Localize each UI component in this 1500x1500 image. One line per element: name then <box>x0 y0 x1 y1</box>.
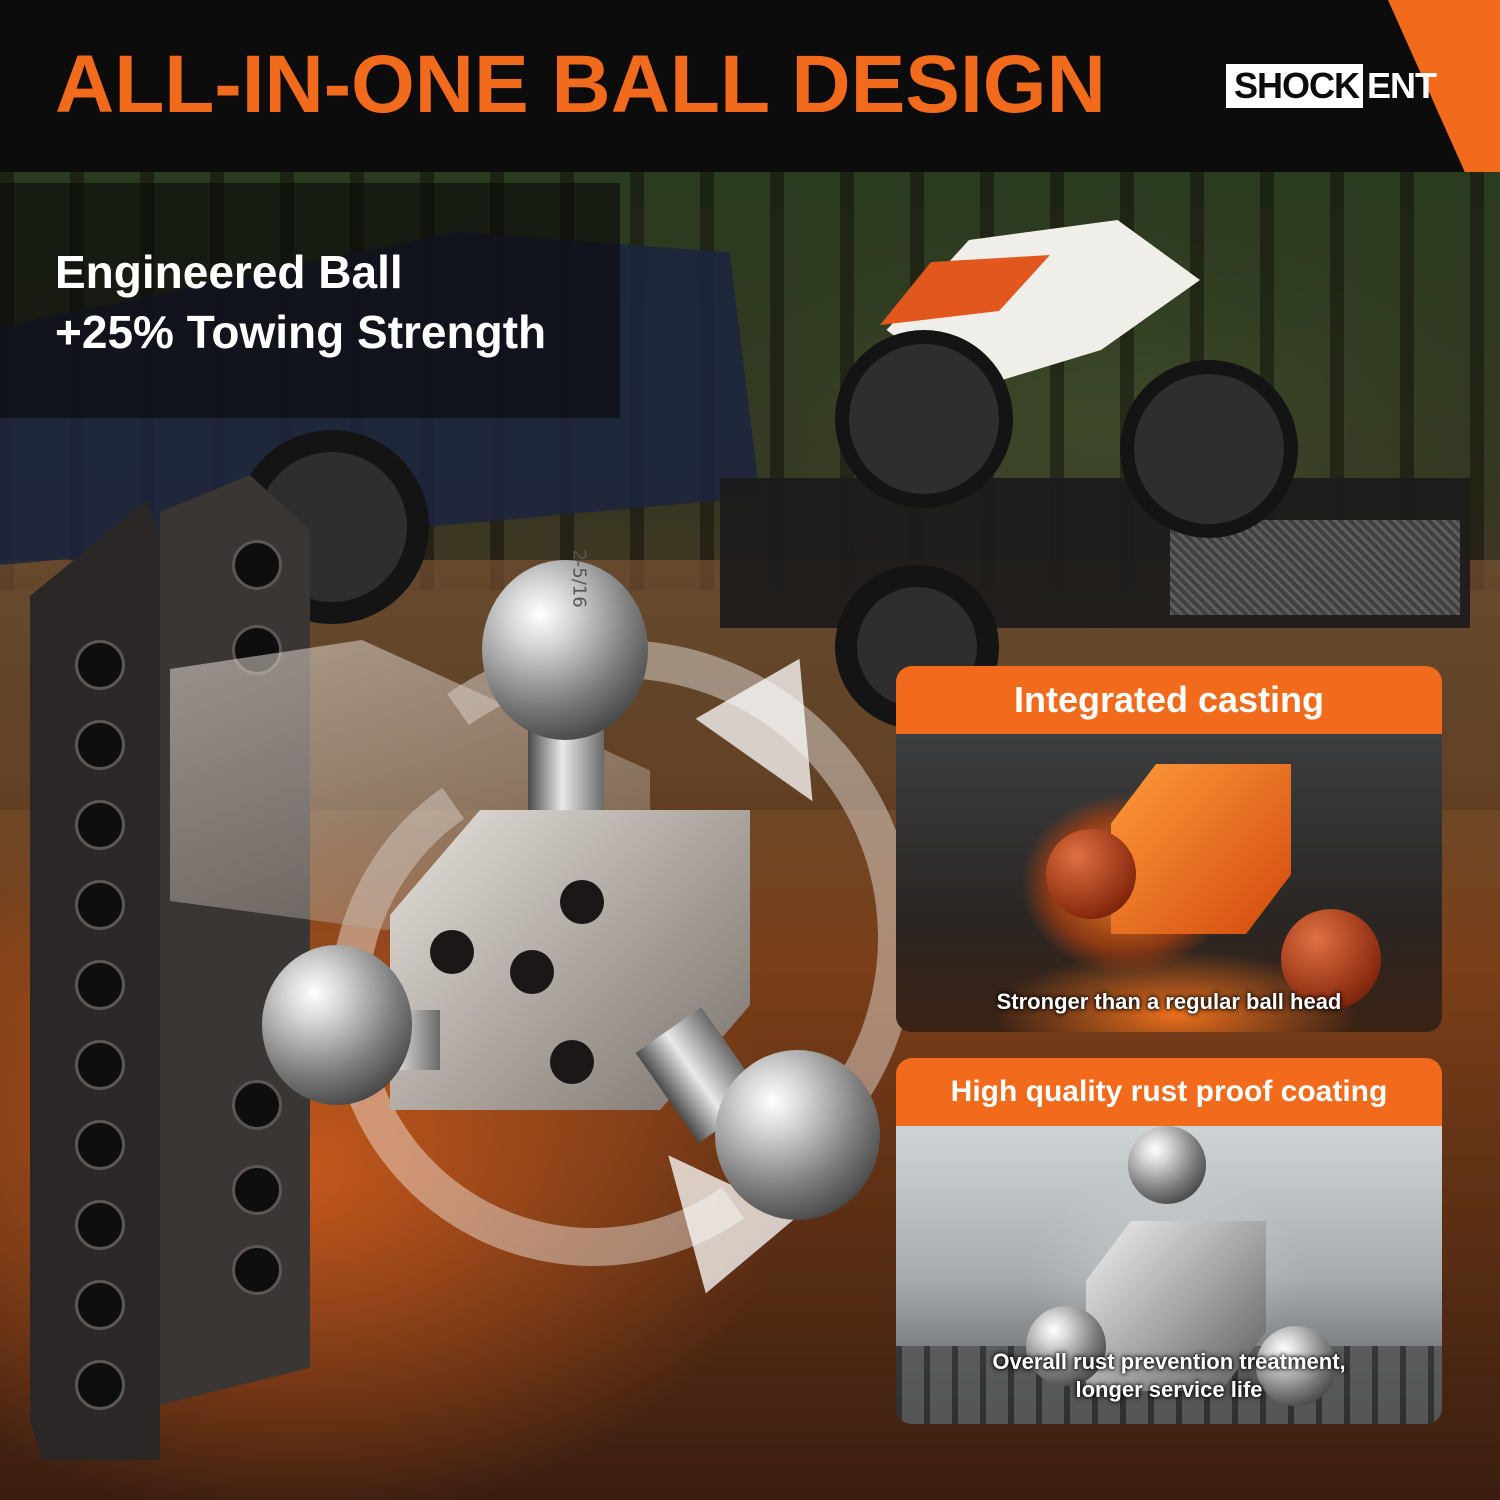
right-hitch-ball <box>715 1050 880 1220</box>
shank-hole <box>75 1360 125 1410</box>
strength-panel: Engineered Ball +25% Towing Strength <box>0 183 620 418</box>
shank-hole <box>75 960 125 1010</box>
headline: ALL-IN-ONE BALL DESIGN <box>55 39 1106 130</box>
hex-hole <box>430 930 474 974</box>
shank-hole <box>232 1165 282 1215</box>
header-bar: ALL-IN-ONE BALL DESIGN SHOCK ENT <box>0 0 1500 172</box>
feature-card-rust-proof-coating: High quality rust proof coating Overall … <box>896 1058 1442 1424</box>
hex-hole <box>560 880 604 924</box>
shank-hole <box>75 640 125 690</box>
hitch-shank-side <box>160 475 310 1405</box>
shank-hole <box>232 540 282 590</box>
logo-text-part1: SHOCK <box>1226 64 1364 108</box>
feature-caption-line-2: longer service life <box>1075 1377 1263 1402</box>
feature-card-title: Integrated casting <box>896 666 1442 734</box>
shank-hole <box>75 1040 125 1090</box>
forging-image: Stronger than a regular ball head <box>896 734 1442 1032</box>
coating-image: Overall rust prevention treatment, longe… <box>896 1126 1442 1424</box>
shank-hole <box>75 800 125 850</box>
shank-hole <box>232 1245 282 1295</box>
glowing-ball <box>1281 909 1381 1009</box>
shank-hole <box>75 1120 125 1170</box>
brand-logo: SHOCK ENT <box>1226 64 1440 108</box>
dirt-bike-rear-wheel <box>835 330 1013 508</box>
shank-hole <box>75 720 125 770</box>
feature-card-integrated-casting: Integrated casting Stronger than a regul… <box>896 666 1442 1032</box>
feature-caption: Stronger than a regular ball head <box>996 989 1342 1014</box>
top-hitch-ball <box>482 560 648 740</box>
dirt-bike-front-wheel <box>1120 360 1298 538</box>
feature-card-title: High quality rust proof coating <box>896 1058 1442 1126</box>
chrome-ball <box>1256 1326 1336 1406</box>
feature-caption-line-1: Overall rust prevention treatment, <box>992 1349 1346 1374</box>
strength-line-1: Engineered Ball <box>55 246 403 298</box>
shank-hole <box>232 1080 282 1130</box>
chrome-hex-block <box>1086 1221 1266 1391</box>
hex-hole <box>550 1040 594 1084</box>
shank-hole <box>75 1200 125 1250</box>
shank-hole <box>75 880 125 930</box>
ball-size-marking: 2-5/16 <box>568 549 590 608</box>
strength-line-2: +25% Towing Strength <box>55 306 547 358</box>
logo-text-part2: ENT <box>1367 65 1437 106</box>
shank-hole <box>75 1280 125 1330</box>
chrome-ball <box>1128 1126 1206 1204</box>
chrome-ball <box>1026 1306 1106 1386</box>
hex-hole <box>510 950 554 994</box>
left-hitch-ball <box>262 945 412 1105</box>
glowing-ball <box>1046 829 1136 919</box>
glowing-hex-block <box>1111 764 1291 934</box>
